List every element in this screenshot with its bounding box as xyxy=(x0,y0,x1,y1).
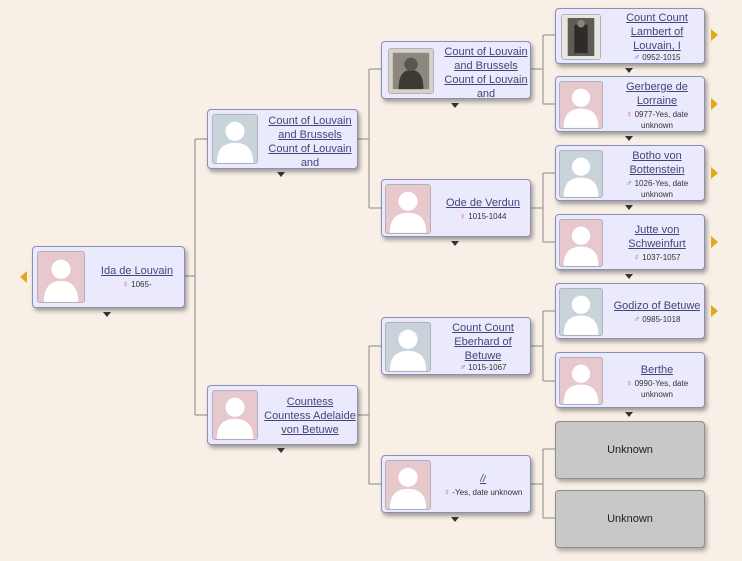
person-card-gen3-5[interactable]: Godizo of Betuwe ♂0985-1018 xyxy=(555,283,705,339)
male-symbol-icon: ♂ xyxy=(625,177,633,188)
male-avatar-icon xyxy=(559,288,603,336)
female-avatar-icon xyxy=(559,81,603,129)
person-name-link[interactable]: Ode de Verdun xyxy=(445,197,520,209)
female-symbol-icon: ♀ xyxy=(122,279,130,289)
male-symbol-icon: ♂ xyxy=(459,362,467,372)
expand-descendants-arrow-icon[interactable] xyxy=(20,271,27,283)
person-info: Ida de Louvain ♀1065- xyxy=(91,251,183,303)
female-symbol-icon: ♀ xyxy=(459,211,467,221)
person-card-father[interactable]: Count of Louvain and Brussels Count of L… xyxy=(207,109,358,169)
person-name-link[interactable]: Count of Louvain and Brussels Count of L… xyxy=(268,115,352,166)
person-card-maternal-grandmother[interactable]: // ♀-Yes, date unknown xyxy=(381,455,531,513)
male-avatar-icon xyxy=(559,150,603,198)
portrait-photo xyxy=(388,48,434,94)
person-dates: 0985-1018 xyxy=(642,315,681,324)
person-card-root[interactable]: Ida de Louvain ♀1065- xyxy=(32,246,185,308)
female-avatar-icon xyxy=(212,390,258,440)
expand-ancestors-arrow-icon[interactable] xyxy=(711,167,718,179)
person-name-link[interactable]: Count Count Lambert of Louvain, I xyxy=(626,12,688,51)
person-name-link[interactable]: Count of Louvain and Brussels Count of L… xyxy=(444,46,528,97)
person-name-link[interactable]: Count Count Eberhard of Betuwe xyxy=(452,322,514,361)
person-dates: 0952-1015 xyxy=(642,53,681,62)
female-symbol-icon: ♀ xyxy=(443,487,451,497)
caret-down-icon[interactable] xyxy=(625,412,633,417)
person-name-link[interactable]: Botho von Bottenstein xyxy=(629,149,685,176)
expand-ancestors-arrow-icon[interactable] xyxy=(711,29,718,41)
caret-down-icon[interactable] xyxy=(625,274,633,279)
person-info: Botho von Bottenstein ♂1026-Yes, date un… xyxy=(610,148,704,200)
expand-ancestors-arrow-icon[interactable] xyxy=(711,305,718,317)
caret-down-icon[interactable] xyxy=(451,241,459,246)
person-dates: 1015-1044 xyxy=(468,212,507,221)
person-info: Ode de Verdun ♀1015-1044 xyxy=(438,183,528,235)
caret-down-icon[interactable] xyxy=(277,172,285,177)
person-card-gen3-1[interactable]: Count Count Lambert of Louvain, I ♂0952-… xyxy=(555,8,705,64)
person-dates: 1015-1067 xyxy=(468,363,507,372)
person-info: Berthe ♀0990-Yes, date unknown xyxy=(610,355,704,407)
person-card-maternal-grandfather[interactable]: Count Count Eberhard of Betuwe ♂1015-106… xyxy=(381,317,531,375)
female-avatar-icon xyxy=(37,251,85,303)
caret-down-icon[interactable] xyxy=(625,68,633,73)
person-card-paternal-grandfather[interactable]: Count of Louvain and Brussels Count of L… xyxy=(381,41,531,99)
person-card-gen3-2[interactable]: Gerberge de Lorraine ♀0977-Yes, date unk… xyxy=(555,76,705,132)
person-info: Gerberge de Lorraine ♀0977-Yes, date unk… xyxy=(610,79,704,131)
female-symbol-icon: ♀ xyxy=(625,108,633,119)
person-name-link[interactable]: Gerberge de Lorraine xyxy=(626,80,688,107)
person-card-gen3-6[interactable]: Berthe ♀0990-Yes, date unknown xyxy=(555,352,705,408)
person-dates: -Yes, date unknown xyxy=(452,488,523,497)
male-avatar-icon xyxy=(385,322,431,372)
male-avatar-icon xyxy=(212,114,258,164)
caret-down-icon[interactable] xyxy=(277,448,285,453)
person-card-paternal-grandmother[interactable]: Ode de Verdun ♀1015-1044 xyxy=(381,179,531,237)
person-info: Count Count Lambert of Louvain, I ♂0952-… xyxy=(610,11,704,63)
person-info: Godizo of Betuwe ♂0985-1018 xyxy=(610,286,704,338)
caret-down-icon[interactable] xyxy=(625,205,633,210)
person-name-link[interactable]: Jutte von Schweinfurt xyxy=(628,224,686,250)
expand-ancestors-arrow-icon[interactable] xyxy=(711,236,718,248)
portrait-photo xyxy=(561,14,601,60)
caret-down-icon[interactable] xyxy=(451,103,459,108)
expand-ancestors-arrow-icon[interactable] xyxy=(711,98,718,110)
person-info: Jutte von Schweinfurt ♀1037-1057 xyxy=(610,217,704,269)
person-card-mother[interactable]: Countess Countess Adelaide von Betuwe xyxy=(207,385,358,445)
person-info: Count of Louvain and Brussels Count of L… xyxy=(442,45,530,97)
caret-down-icon[interactable] xyxy=(103,312,111,317)
female-avatar-icon xyxy=(559,219,603,267)
person-info: Count of Louvain and Brussels Count of L… xyxy=(264,114,356,166)
unknown-person-card[interactable]: Unknown xyxy=(555,421,705,479)
person-name-link[interactable]: Berthe xyxy=(640,363,674,376)
person-dates: 1037-1057 xyxy=(642,253,681,262)
female-avatar-icon xyxy=(385,460,431,510)
person-name-link[interactable]: // xyxy=(479,473,487,485)
person-name-link[interactable]: Ida de Louvain xyxy=(100,265,174,277)
female-symbol-icon: ♀ xyxy=(625,377,633,388)
female-avatar-icon xyxy=(385,184,431,234)
person-dates: 1065- xyxy=(131,280,152,289)
person-info: Countess Countess Adelaide von Betuwe xyxy=(264,390,356,442)
person-name-link[interactable]: Godizo of Betuwe xyxy=(613,300,701,312)
male-symbol-icon: ♂ xyxy=(633,52,641,62)
person-name-link[interactable]: Countess Countess Adelaide von Betuwe xyxy=(264,396,356,436)
unknown-person-card[interactable]: Unknown xyxy=(555,490,705,548)
person-dates: 0990-Yes, date unknown xyxy=(634,378,689,399)
caret-down-icon[interactable] xyxy=(625,136,633,141)
person-dates: 0977-Yes, date unknown xyxy=(634,109,689,130)
person-info: Count Count Eberhard of Betuwe ♂1015-106… xyxy=(438,321,528,373)
person-info: // ♀-Yes, date unknown xyxy=(436,459,530,511)
person-dates: 1026-Yes, date unknown xyxy=(634,178,689,199)
caret-down-icon[interactable] xyxy=(451,517,459,522)
female-symbol-icon: ♀ xyxy=(633,252,641,262)
male-symbol-icon: ♂ xyxy=(633,314,641,324)
person-card-gen3-4[interactable]: Jutte von Schweinfurt ♀1037-1057 xyxy=(555,214,705,270)
female-avatar-icon xyxy=(559,357,603,405)
person-card-gen3-3[interactable]: Botho von Bottenstein ♂1026-Yes, date un… xyxy=(555,145,705,201)
